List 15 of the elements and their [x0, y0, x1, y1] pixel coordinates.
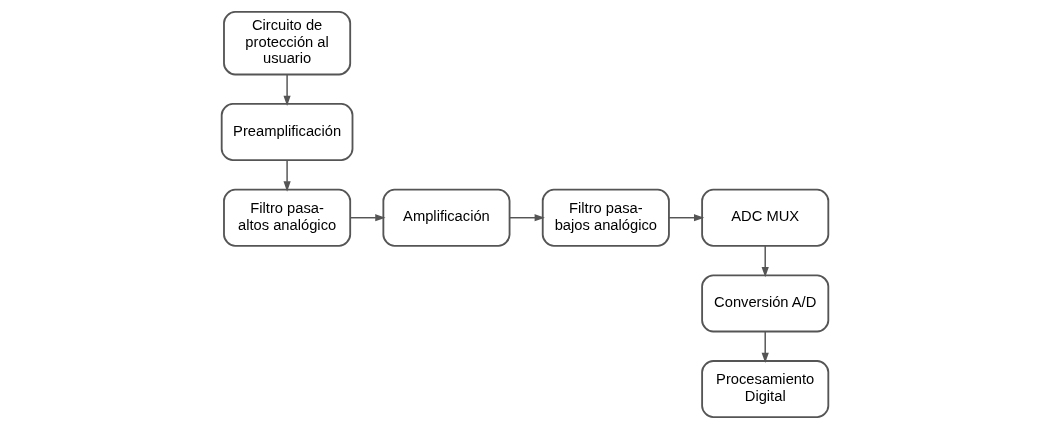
node-box: Conversión A/D: [701, 274, 830, 333]
node-box: Procesamiento Digital: [701, 360, 830, 419]
arrow: [761, 245, 769, 278]
node-box: Preamplificación: [220, 103, 354, 162]
arrow: [508, 214, 545, 222]
node-box: ADC MUX: [701, 188, 830, 247]
node-box: Filtro pasa-altos analógico: [223, 188, 352, 247]
arrow: [283, 159, 291, 192]
arrow: [761, 330, 769, 363]
arrow: [349, 214, 386, 222]
arrow: [668, 214, 705, 222]
arrow: [283, 73, 291, 106]
node-box: Filtro pasa-bajos analógico: [541, 188, 670, 247]
node-box: Circuito de protección al usuario: [223, 10, 352, 76]
node-box: Amplificación: [382, 188, 511, 247]
